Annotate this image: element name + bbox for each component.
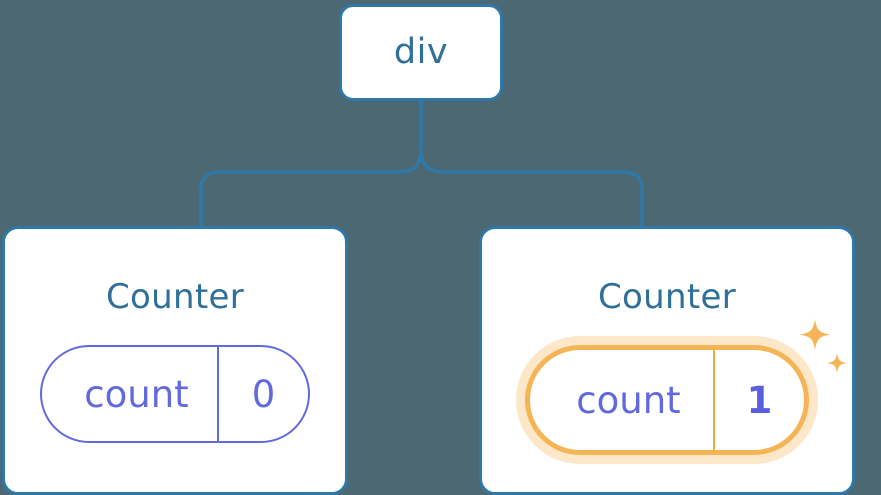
counter-left-state-key: count — [84, 372, 189, 416]
counter-left-title: Counter — [106, 277, 244, 317]
node-counter-right[interactable]: Counter count 1 — [479, 226, 855, 495]
counter-left-state-pill-wrap: count 0 — [40, 345, 310, 443]
counter-right-state-key: count — [576, 378, 681, 422]
counter-right-state-value: 1 — [713, 350, 804, 450]
sparkle-icon — [799, 319, 831, 351]
node-div[interactable]: div — [339, 4, 503, 101]
sparkle-icon — [827, 353, 847, 373]
counter-right-title: Counter — [598, 277, 736, 317]
counter-right-state-pill-wrap: count 1 — [525, 319, 847, 455]
node-counter-left[interactable]: Counter count 0 — [2, 226, 348, 495]
node-div-label: div — [393, 32, 449, 72]
counter-left-state-pill[interactable]: count 0 — [40, 345, 310, 443]
counter-right-state-pill[interactable]: count 1 — [525, 345, 809, 455]
counter-left-state-value: 0 — [217, 347, 308, 441]
